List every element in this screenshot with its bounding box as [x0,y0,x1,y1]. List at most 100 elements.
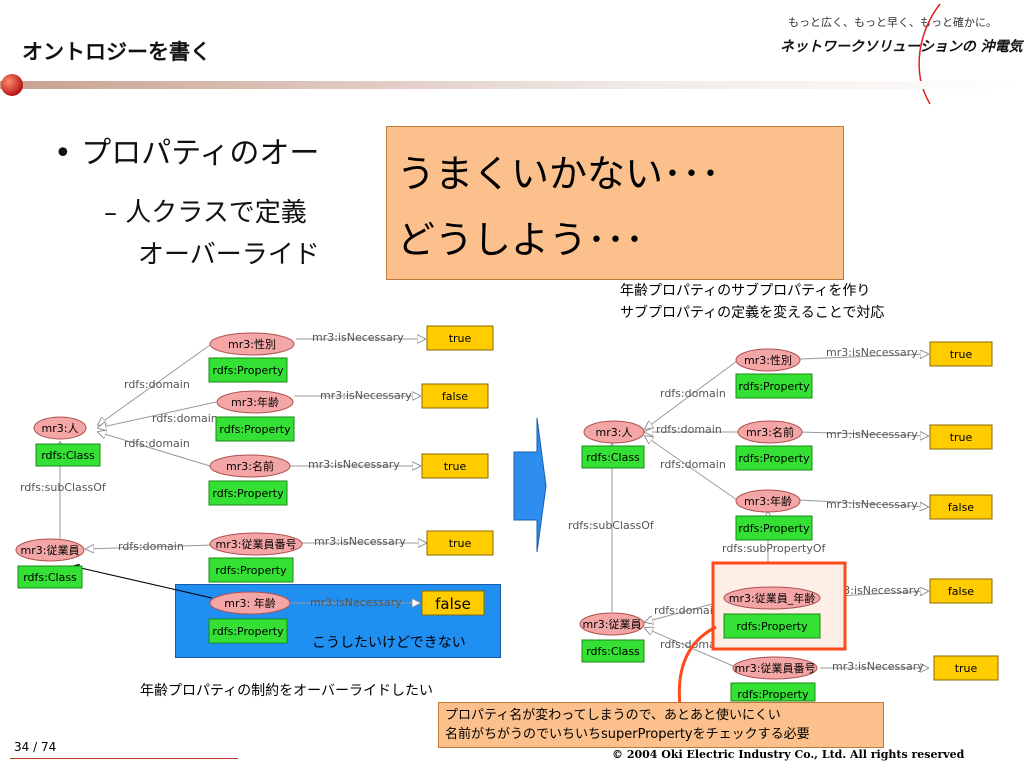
left-domain-label-4: rdfs:domain [118,540,184,553]
right-type-age [735,515,813,541]
left-type-employee [17,565,83,589]
right-isnecessary-label-3: mr3:isNecessary [826,498,918,511]
right-caption-line1: 年齢プロパティのサブプロパティを作り [620,283,871,299]
right-node-name-label: mr3:名前 [746,425,794,439]
right-value-empno [933,655,999,681]
page-title: オントロジーを書く [22,40,211,64]
right-value-gender-label: true [950,348,973,361]
right-type-age-label: rdfs:Property [738,522,810,535]
right-node-person-label: mr3:人 [596,426,633,439]
callout-line2: どうしよう･･･ [397,218,645,262]
left-isnecessary-label-2: mr3:isNecessary [320,389,412,402]
left-node-age-override [209,591,291,615]
left-node-age [216,390,294,414]
right-node-emp-age [723,586,821,610]
bullet-text: • プロパティのオー [54,136,320,171]
right-subpropertyof-label: rdfs:subPropertyOf [722,542,827,555]
right-node-gender-label: mr3:性別 [744,353,792,367]
left-type-age-override-label: rdfs:Property [212,625,284,638]
left-isnecessary-label-3: mr3:isNecessary [308,458,400,471]
right-caption: 年齢プロパティのサブプロパティを作り サブプロパティの定義を変えることで対応 [620,280,884,324]
left-value-empno-label: true [449,537,472,550]
right-type-emp-age [723,613,821,639]
left-type-person [35,443,101,467]
left-node-age-label: mr3:年齢 [231,395,279,409]
right-type-employee [581,639,645,663]
right-value-gender [929,341,993,367]
right-node-age-label: mr3:年齢 [744,494,792,508]
right-node-name [737,420,803,444]
company-logo-text: ネットワークソリューションの 沖電気 [780,39,1023,55]
left-value-age [421,383,489,409]
left-value-age-label: false [442,390,468,403]
note-line1: プロパティ名が変わってしまうので、あとあと使いにくい [445,708,781,723]
left-domain-label-1: rdfs:domain [124,378,190,391]
right-domain-label-4: rdfs:domain [654,604,720,617]
right-node-age [735,489,801,513]
sub-bullet-line2: オーバーライド [138,240,320,270]
left-value-empno [426,530,494,556]
left-isnecessary-label-1: mr3:isNecessary [312,331,404,344]
right-caption-line2: サブプロパティの定義を変えることで対応 [620,305,885,321]
right-value-emp-age [929,578,993,604]
left-type-age [215,416,295,442]
override-caption: こうしたいけどできない [312,635,466,651]
left-node-gender-label: mr3:性別 [228,337,276,351]
right-type-person-label: rdfs:Class [586,451,640,464]
left-node-gender [209,332,295,356]
left-value-gender [426,325,494,351]
right-type-name [735,445,813,471]
right-value-name-label: true [950,431,973,444]
left-value-age-override [421,590,485,616]
left-type-age-override [208,618,288,644]
note-line2: 名前がちがうのでいちいちsuperPropertyをチェックする必要 [445,727,810,742]
right-domain-label-2: rdfs:domain [656,423,722,436]
left-node-employee [15,538,85,562]
left-node-name [209,454,291,478]
right-isnecessary-label-2: mr3:isNecessary [826,428,918,441]
logo-swoosh-icon [918,3,941,105]
left-value-gender-label: true [449,332,472,345]
left-node-empno-label: mr3:従業員番号 [216,538,297,551]
company-tagline: もっと広く、もっと早く、もっと確かに。 [788,16,997,29]
page-number: 34 / 74 [14,740,57,754]
transition-arrow-icon [513,417,547,553]
right-type-person [581,445,645,469]
right-value-age-label: false [948,501,974,514]
left-isnecessary-label-5: mr3:isNecessary [310,596,402,609]
note-box: プロパティ名が変わってしまうので、あとあと使いにくい 名前がちがうのでいちいちs… [438,702,884,748]
callout-box: うまくいかない･･･ どうしよう･･･ [386,126,844,280]
right-value-empno-label: true [955,662,978,675]
left-subclassof-label: rdfs:subClassOf [20,481,107,494]
left-type-gender [208,357,288,383]
right-type-empno-label: rdfs:Property [737,688,809,701]
right-node-emp-age-label: mr3:従業員_年齢 [729,591,815,605]
left-type-age-label: rdfs:Property [219,423,291,436]
left-domain-label-2: rdfs:domain [152,412,218,425]
right-isnecessary-label-5: mr3:isNecessary [832,660,924,673]
title-divider-bar [0,74,1024,96]
right-isnecessary-label-4: mr3:isNecessary [828,584,920,597]
left-node-empno [209,532,303,556]
right-type-empno [730,682,816,702]
right-node-gender [735,348,801,372]
note-connector [677,625,717,707]
left-caption: 年齢プロパティの制約をオーバーライドしたい [140,683,434,699]
left-isnecessary-label-4: mr3:isNecessary [314,535,406,548]
left-domain-label-3: rdfs:domain [124,437,190,450]
right-type-emp-age-label: rdfs:Property [736,620,808,633]
left-node-age-override-label: mr3: 年齢 [224,596,275,610]
right-node-empno [732,656,818,680]
right-type-gender-label: rdfs:Property [738,380,810,393]
right-type-employee-label: rdfs:Class [586,645,640,658]
copyright-text: © 2004 Oki Electric Industry Co., Ltd. A… [612,748,965,761]
left-type-person-label: rdfs:Class [41,449,95,462]
left-node-name-label: mr3:名前 [226,459,274,473]
right-isnecessary-label-1: mr3:isNecessary [826,346,918,359]
callout-line1: うまくいかない･･･ [397,152,721,196]
footer-divider [10,758,238,759]
left-node-employee-label: mr3:従業員 [21,544,80,557]
right-value-name [929,424,993,450]
sub-bullet-line1: – 人クラスで定義 [104,198,307,228]
